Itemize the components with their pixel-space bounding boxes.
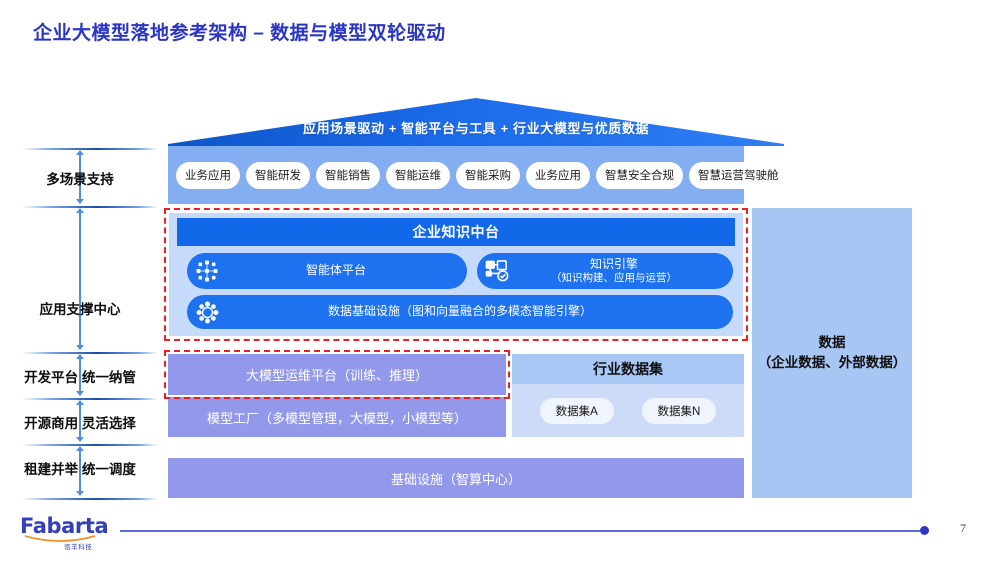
- scenario-pill-row: 业务应用 智能研发 智能销售 智能运维 智能采购 业务应用 智慧安全合规 智慧运…: [168, 146, 788, 204]
- rail-divider: [22, 398, 158, 400]
- agent-platform-box[interactable]: 智能体平台: [187, 253, 467, 289]
- scenario-pill[interactable]: 智能采购: [456, 161, 520, 189]
- highlight-knowledge-dashed: [164, 208, 748, 341]
- model-factory-box[interactable]: 模型工厂（多模型管理，大模型，小模型等）: [168, 397, 506, 437]
- scenario-pill[interactable]: 业务应用: [176, 161, 240, 189]
- rail-label-lease-build: 租建并举 统一调度: [24, 462, 136, 477]
- knowledge-graph-check-icon: [477, 259, 517, 284]
- dataset-pill[interactable]: 数据集N: [641, 397, 717, 424]
- data-infrastructure-box[interactable]: 数据基础设施（图和向量融合的多模态智能引擎）: [187, 295, 733, 329]
- scenario-pill[interactable]: 智能销售: [316, 161, 380, 189]
- page-number: 7: [960, 521, 966, 535]
- roof-shape-icon: [168, 98, 784, 146]
- ring-node-icon: [187, 301, 227, 324]
- rail-divider: [22, 444, 158, 446]
- architecture-body: 业务应用 智能研发 智能销售 智能运维 智能采购 业务应用 智慧安全合规 智慧运…: [160, 146, 920, 500]
- scenario-pill[interactable]: 智慧运营驾驶舱: [689, 161, 788, 189]
- scenario-pill[interactable]: 业务应用: [526, 161, 590, 189]
- industry-datasets-panel: 行业数据集 数据集A 数据集N: [512, 354, 744, 437]
- rail-arrow: [76, 208, 84, 350]
- rail-divider: [22, 498, 158, 500]
- knowledge-engine-title: 知识引擎: [589, 257, 638, 272]
- scenario-pill[interactable]: 智慧安全合规: [596, 161, 683, 189]
- scenario-band: 业务应用 智能研发 智能销售 智能运维 智能采购 业务应用 智慧安全合规 智慧运…: [168, 146, 788, 204]
- dataset-pill[interactable]: 数据集A: [539, 397, 614, 424]
- infrastructure-box[interactable]: 基础设施（智算中心）: [168, 458, 744, 498]
- node-network-icon: [187, 259, 227, 283]
- roof-label: 应用场景驱动 + 智能平台与工具 + 行业大模型与优质数据: [302, 121, 650, 136]
- footer-dot-icon: [920, 526, 929, 535]
- rail-divider: [22, 352, 158, 354]
- knowledge-engine-label: 知识引擎 （知识构建、应用与运营）: [517, 257, 733, 284]
- brand-logo-subtitle: 瓴羊科技: [64, 544, 93, 551]
- brand-logo-arc-icon: [24, 535, 96, 542]
- scenario-pill[interactable]: 智能运维: [386, 161, 450, 189]
- rail-divider: [22, 206, 158, 208]
- footer-rule: [120, 530, 920, 532]
- knowledge-platform-header: 企业知识中台: [177, 218, 735, 246]
- model-ops-platform-box[interactable]: 大模型运维平台（训练、推理）: [168, 354, 506, 395]
- rail-divider: [22, 148, 158, 150]
- rail-label-multi-scenario: 多场景支持: [46, 172, 114, 187]
- page-title: 企业大模型落地参考架构 – 数据与模型双轮驱动: [33, 23, 446, 44]
- highlight-model-ops-dashed: [164, 350, 510, 399]
- agent-platform-label: 智能体平台: [305, 263, 366, 278]
- scenario-pill[interactable]: 智能研发: [246, 161, 310, 189]
- industry-datasets-header: 行业数据集: [512, 354, 744, 384]
- knowledge-platform-panel: 企业知识中台 智能体平台: [169, 213, 743, 336]
- rail-label-open-source: 开源商用 灵活选择: [24, 416, 136, 431]
- rail-label-app-support: 应用支撑中心: [39, 302, 121, 317]
- data-column-line1: 数据: [818, 335, 846, 351]
- rail-arrow: [76, 400, 84, 442]
- rail-arrow: [76, 150, 84, 204]
- industry-datasets-list: 数据集A 数据集N: [512, 384, 744, 437]
- left-label-rail: 多场景支持 应用支撑中心 开发平台 统一纳管 开源商用 灵活选择 租建并举 统一…: [0, 148, 160, 500]
- data-column-text: 数据 （企业数据、外部数据）: [758, 333, 907, 372]
- knowledge-engine-box[interactable]: 知识引擎 （知识构建、应用与运营）: [477, 253, 733, 289]
- rail-label-dev-platform: 开发平台 统一纳管: [24, 370, 136, 385]
- data-infrastructure-label: 数据基础设施（图和向量融合的多模态智能引擎）: [327, 304, 592, 319]
- data-column-line2: （企业数据、外部数据）: [757, 355, 907, 370]
- knowledge-engine-sub: （知识构建、应用与运营）: [551, 271, 677, 284]
- data-column: 数据 （企业数据、外部数据）: [752, 208, 912, 498]
- rail-arrow: [76, 446, 84, 496]
- rail-arrow: [76, 354, 84, 396]
- brand-logo: Fabarta 瓴羊科技: [20, 514, 112, 552]
- roof-banner: 应用场景驱动 + 智能平台与工具 + 行业大模型与优质数据: [168, 98, 784, 146]
- brand-logo-wordmark: Fabarta: [20, 514, 109, 538]
